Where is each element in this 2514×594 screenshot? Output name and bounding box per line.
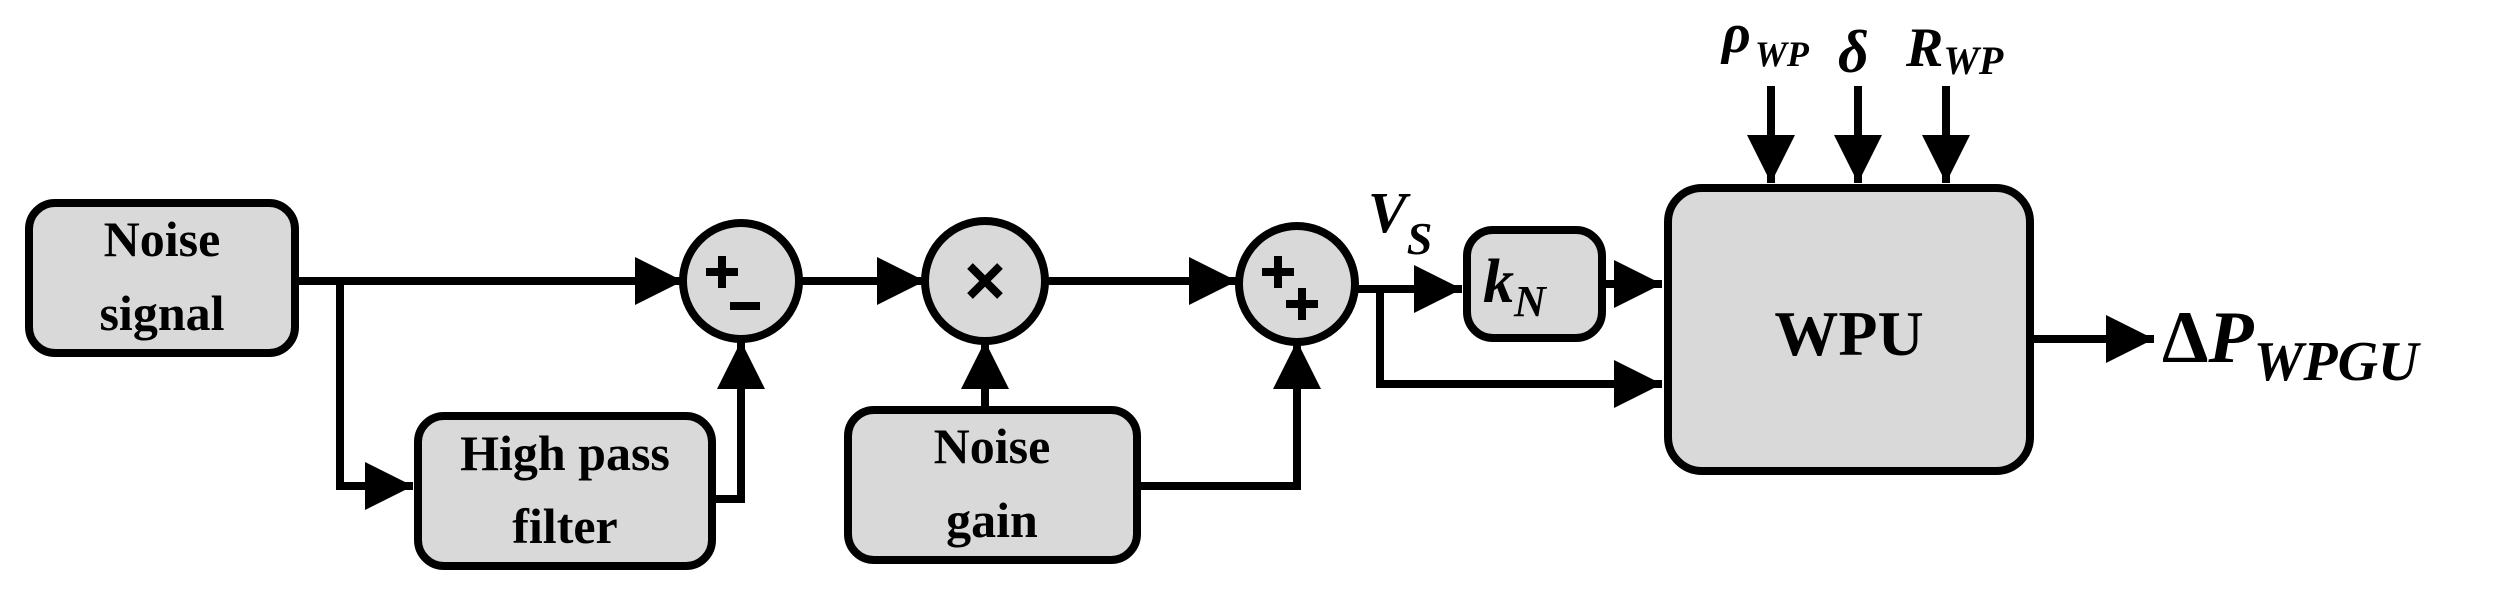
wire-vs-bypass-to-wpu [1376,289,1662,408]
high-pass-filter-label-line1: High pass [460,425,670,481]
kn-gain-block: kN [1463,226,1606,342]
noise-signal-block: Noise signal [25,199,299,357]
high-pass-filter-label-line2: filter [512,498,617,554]
noise-signal-label-line1: Noise [104,211,221,267]
r-wp-label: RWP [1905,17,2004,83]
multiplier-junction [921,217,1049,345]
wpu-label: WPU [1774,298,1923,369]
sum-junction-1 [679,219,803,343]
noise-gain-label-line1: Noise [934,418,1051,474]
kn-gain-label: kN [1483,248,1548,326]
wire-branch-to-hpf [336,281,413,510]
plus-sign-top [1262,256,1294,288]
delta-label: δ [1838,19,1869,85]
wire-gain-to-sum2 [1137,341,1321,490]
noise-gain-block: Noise gain [844,406,1141,564]
high-pass-filter-block: High pass filter [414,412,716,570]
plus-sign-bottom [1286,288,1318,320]
delta-p-wpgu-output-label: ΔPWPGU [2162,297,2421,393]
plus-sign [706,256,738,288]
multiply-sign [967,263,1003,299]
wpu-block: WPU [1664,184,2034,475]
connection-wires [295,86,2154,510]
noise-signal-label-line2: signal [99,285,224,341]
sum-junction-2 [1235,222,1359,346]
noise-gain-label-line2: gain [946,492,1038,548]
wire-hpf-to-sum1 [712,341,765,503]
vs-signal-label: VS [1368,180,1432,264]
